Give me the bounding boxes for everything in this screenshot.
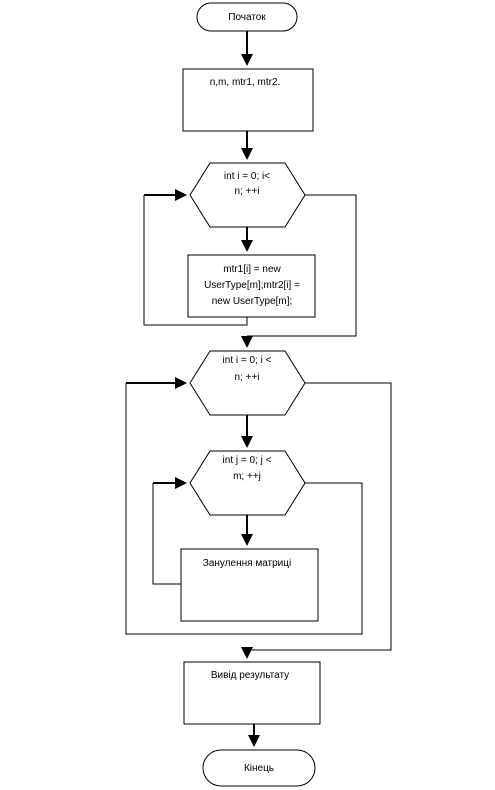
allocation-block [187,254,316,318]
loop3-label-line1: int j = 0; j < [223,455,272,466]
loop1-hexagon [189,162,306,228]
loop1-label-line2: n; ++i [234,186,259,197]
allocation-label-line3: new UserType[m]; [212,296,293,307]
loop3-hexagon [189,450,306,516]
allocation-label-line1: mtr1[i] = new [223,264,281,275]
loop3-label-line2: m; ++j [233,471,261,482]
loop2-label-line1: int i = 0; i < [223,355,272,366]
input-label: n,m, mtr1, mtr2. [210,77,281,88]
start-label: Початок [228,12,266,23]
loop3-back-edge [152,483,181,585]
loop2-label-line2: n; ++i [234,372,259,383]
end-terminator [202,749,316,787]
zeroing-block [180,548,319,622]
loop1-label-line1: int i = 0; i< [224,171,270,182]
loop1-back-edge [143,195,248,326]
loop3-exit-edge [125,383,363,635]
output-label: Вивід результату [211,670,289,681]
loop1-exit-edge [247,194,357,337]
allocation-label-line2: UserType[m];mtr2[i] = [204,280,300,291]
end-label: Кінець [244,763,274,774]
loop2-exit-edge [247,382,392,651]
loop2-hexagon [189,350,306,416]
output-block [183,661,321,725]
input-block [182,68,314,132]
zeroing-label: Занулення матриці [203,558,291,569]
